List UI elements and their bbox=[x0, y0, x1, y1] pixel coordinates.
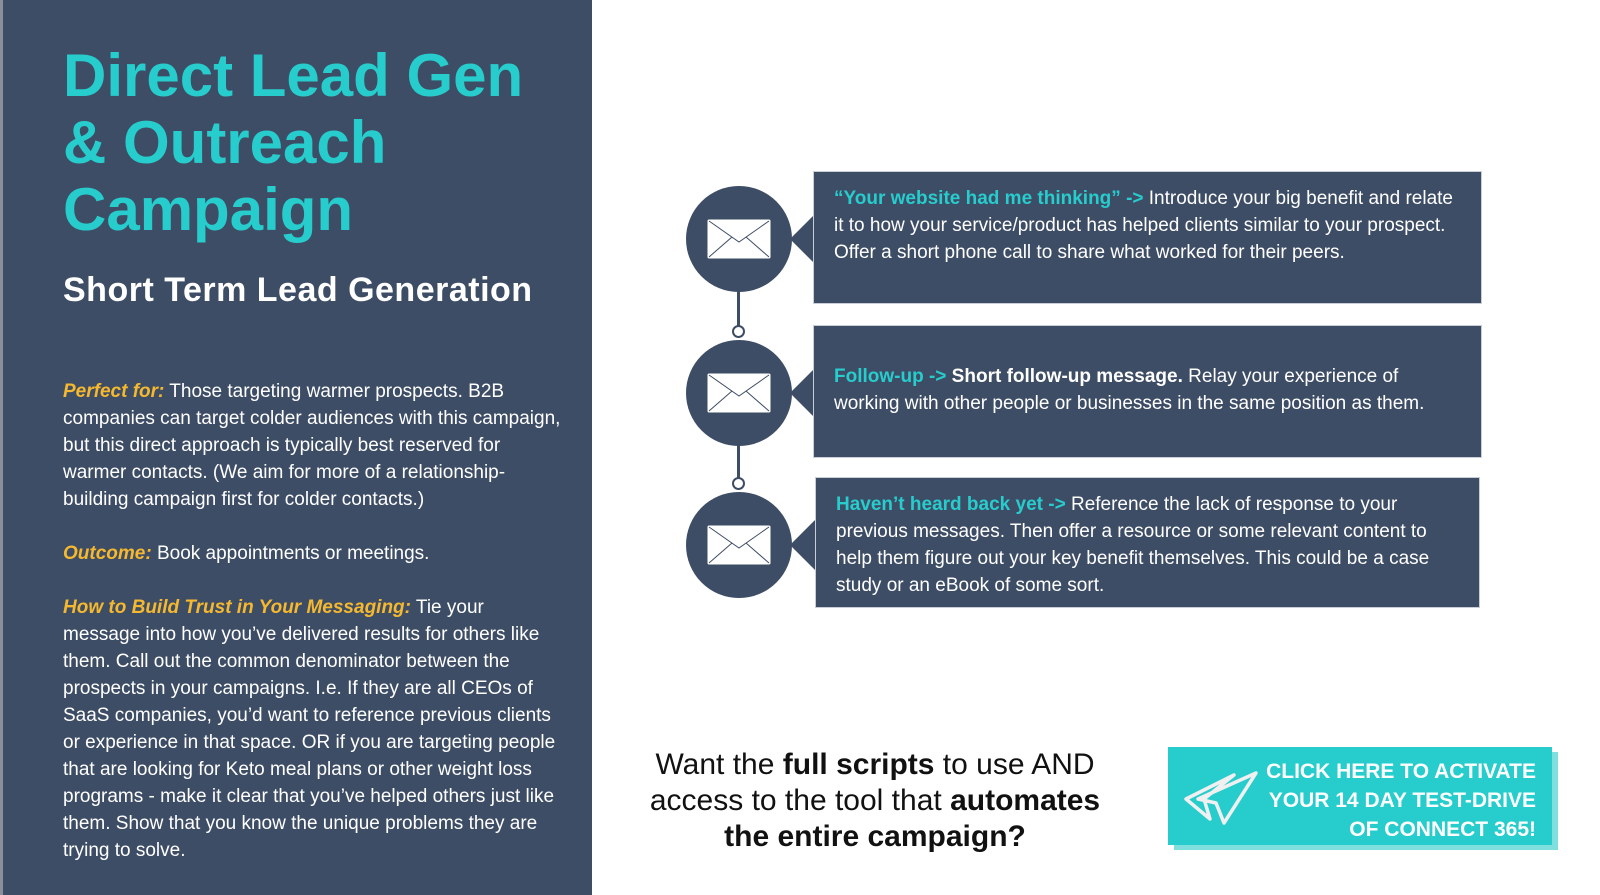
card-pointer bbox=[790, 213, 816, 265]
step-card-3: Haven’t heard back yet -> Reference the … bbox=[815, 477, 1480, 608]
perfect-for-text: Those targeting warmer prospects. B2B co… bbox=[63, 381, 561, 510]
cta-button-label: CLICK HERE TO ACTIVATE YOUR 14 DAY TEST-… bbox=[1266, 760, 1536, 841]
envelope-icon bbox=[706, 372, 772, 414]
card-pointer bbox=[790, 519, 816, 571]
paper-plane-icon bbox=[1184, 771, 1258, 825]
outcome-label: Outcome: bbox=[63, 543, 152, 564]
trust-text: Tie your message into how you’ve deliver… bbox=[63, 597, 556, 861]
step-title: Haven’t heard back yet -> bbox=[836, 494, 1066, 515]
step-bold: Short follow-up message. bbox=[946, 366, 1183, 387]
cta-bold: full scripts bbox=[782, 748, 935, 781]
connector-line bbox=[737, 444, 740, 480]
step-title: Follow-up -> bbox=[834, 366, 947, 387]
step-title: “Your website had me thinking” -> bbox=[834, 188, 1144, 209]
outcome-paragraph: Outcome: Book appointments or meetings. bbox=[63, 540, 563, 567]
envelope-icon bbox=[706, 524, 772, 566]
envelope-icon bbox=[706, 218, 772, 260]
page-title: Direct Lead Gen & Outreach Campaign bbox=[63, 42, 524, 243]
cta-question: Want the full scripts to use AND access … bbox=[640, 747, 1110, 855]
step-card-1: “Your website had me thinking” -> Introd… bbox=[813, 171, 1482, 304]
trust-paragraph: How to Build Trust in Your Messaging: Ti… bbox=[63, 594, 558, 864]
connector-dot bbox=[732, 325, 745, 338]
step-text: Relay your experience of working with ot… bbox=[834, 366, 1425, 414]
subtitle: Short Term Lead Generation bbox=[63, 271, 533, 309]
left-panel: Direct Lead Gen & Outreach Campaign Shor… bbox=[0, 0, 592, 895]
cta-bold: automates the entire campaign? bbox=[724, 784, 1101, 853]
step-text: Introduce your big benefit and relate it… bbox=[834, 188, 1453, 263]
cta-text: Want the bbox=[655, 748, 783, 781]
connector-line bbox=[737, 290, 740, 328]
trust-label: How to Build Trust in Your Messaging: bbox=[63, 597, 411, 618]
step-card-2: Follow-up -> Short follow-up message. Re… bbox=[813, 325, 1482, 458]
perfect-for-paragraph: Perfect for: Those targeting warmer pros… bbox=[63, 378, 563, 513]
step-1-circle bbox=[686, 186, 792, 292]
perfect-for-label: Perfect for: bbox=[63, 381, 165, 402]
cta-text: to use AND access to the tool that bbox=[649, 748, 1095, 817]
outcome-text: Book appointments or meetings. bbox=[151, 543, 430, 564]
activate-trial-button[interactable]: CLICK HERE TO ACTIVATE YOUR 14 DAY TEST-… bbox=[1168, 747, 1552, 845]
step-2-circle bbox=[686, 340, 792, 446]
connector-dot bbox=[732, 477, 745, 490]
step-3-circle bbox=[686, 492, 792, 598]
step-text: Reference the lack of response to your p… bbox=[836, 494, 1430, 596]
card-pointer bbox=[790, 367, 816, 419]
